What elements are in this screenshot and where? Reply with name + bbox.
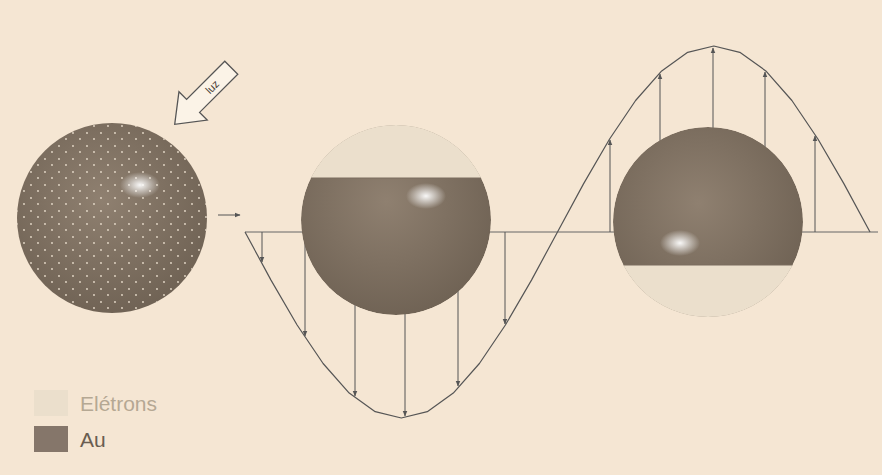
legend-label: Au: [80, 429, 106, 450]
gold-sphere: [17, 123, 207, 313]
polarized-sphere: [608, 127, 808, 325]
legend-label: Elétrons: [80, 393, 157, 414]
arrow-shape: [161, 54, 246, 139]
legend-swatch: [34, 426, 68, 452]
arrow-outline: [161, 54, 246, 139]
polarized-sphere: [296, 120, 496, 315]
field-arrows: [262, 48, 815, 416]
legend: ElétronsAu: [34, 390, 157, 462]
legend-entry: Elétrons: [34, 390, 157, 416]
light-arrow: luz: [161, 54, 246, 139]
legend-swatch: [34, 390, 68, 416]
transition-arrow: [218, 215, 240, 216]
legend-entry: Au: [34, 426, 157, 452]
field-wave: [245, 46, 870, 418]
